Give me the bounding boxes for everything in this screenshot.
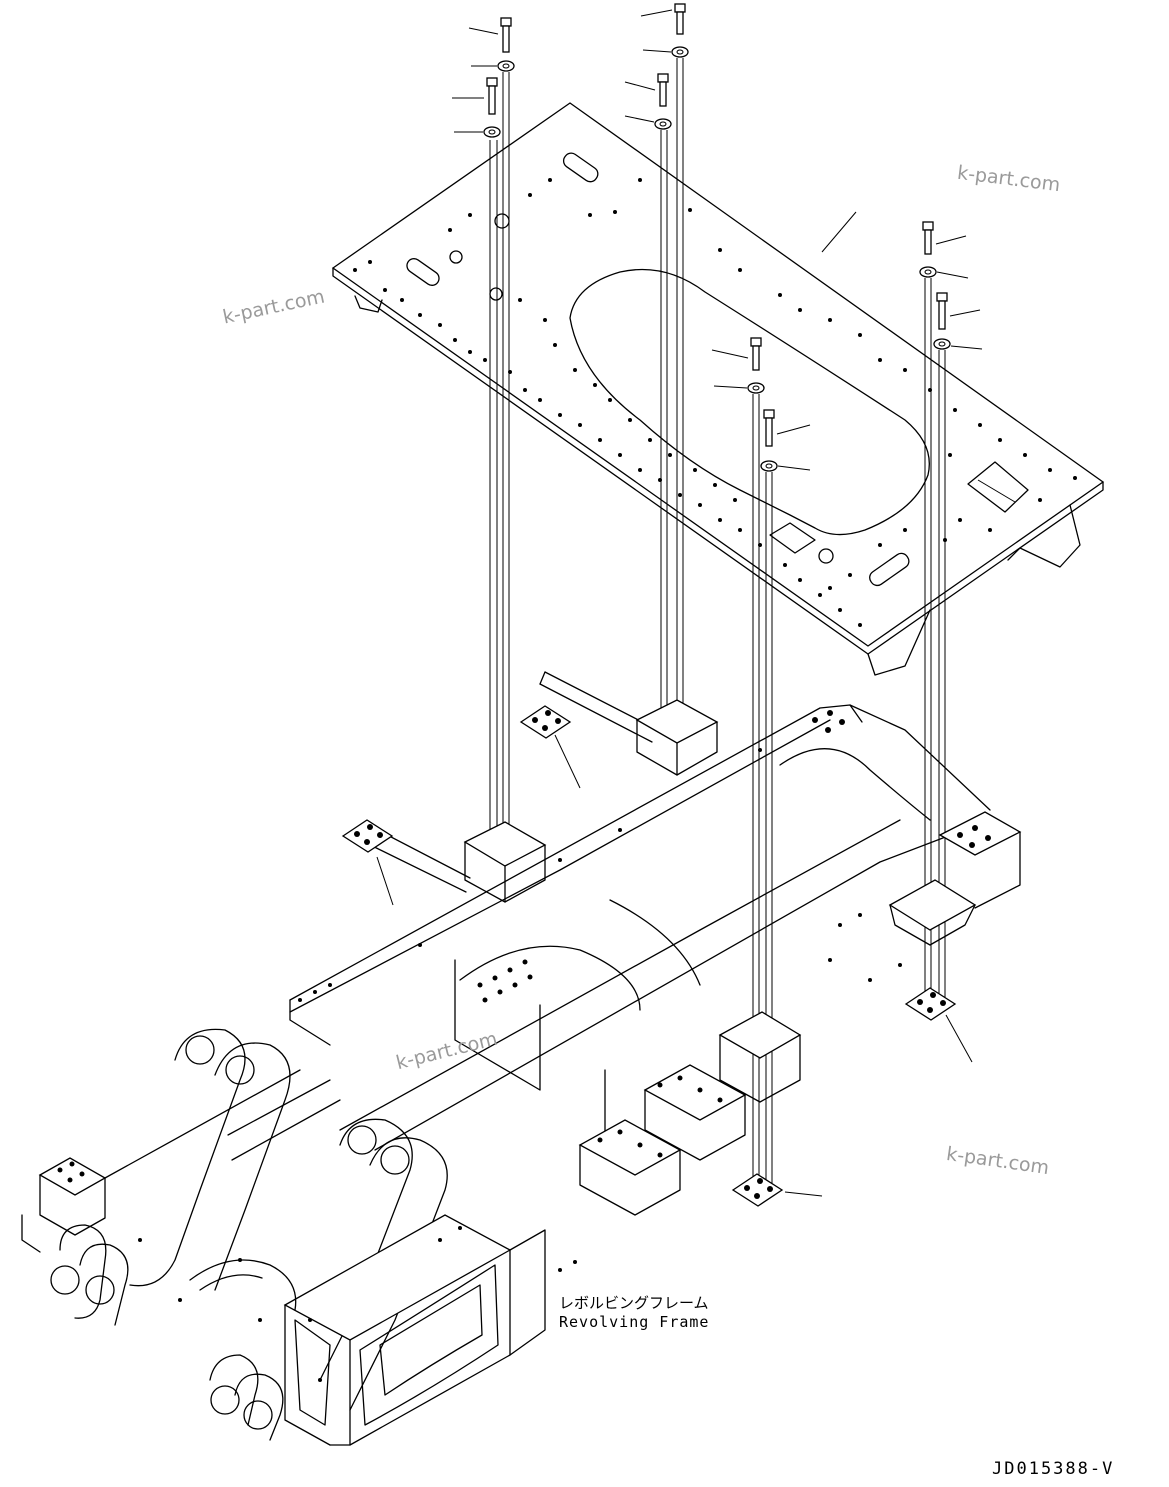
bolt-set-2 xyxy=(452,77,501,138)
bolt-set-3 xyxy=(640,3,689,58)
shim-pad-lower xyxy=(731,1173,823,1207)
bolt-set-4 xyxy=(624,73,672,130)
shim-pad-right xyxy=(904,987,973,1063)
bolt-set-1 xyxy=(468,17,515,72)
bolt-set-5 xyxy=(919,221,969,279)
frame-label-english: Revolving Frame xyxy=(559,1313,710,1331)
frame-holes xyxy=(138,710,991,1382)
deck-plate xyxy=(331,102,1105,676)
shim-pad-upper xyxy=(519,671,659,789)
bolt-set-7 xyxy=(711,337,765,394)
deck-plate-leader xyxy=(821,211,857,253)
drawing-id: JD015388-V xyxy=(992,1459,1115,1479)
frame-label-japanese: レボルビングフレーム xyxy=(559,1294,709,1312)
revolving-frame xyxy=(21,699,1022,1446)
bolt-set-8 xyxy=(760,409,811,472)
deck-holes xyxy=(353,178,1077,627)
shim-pad-left xyxy=(341,819,471,906)
bolt-set-6 xyxy=(933,292,983,350)
